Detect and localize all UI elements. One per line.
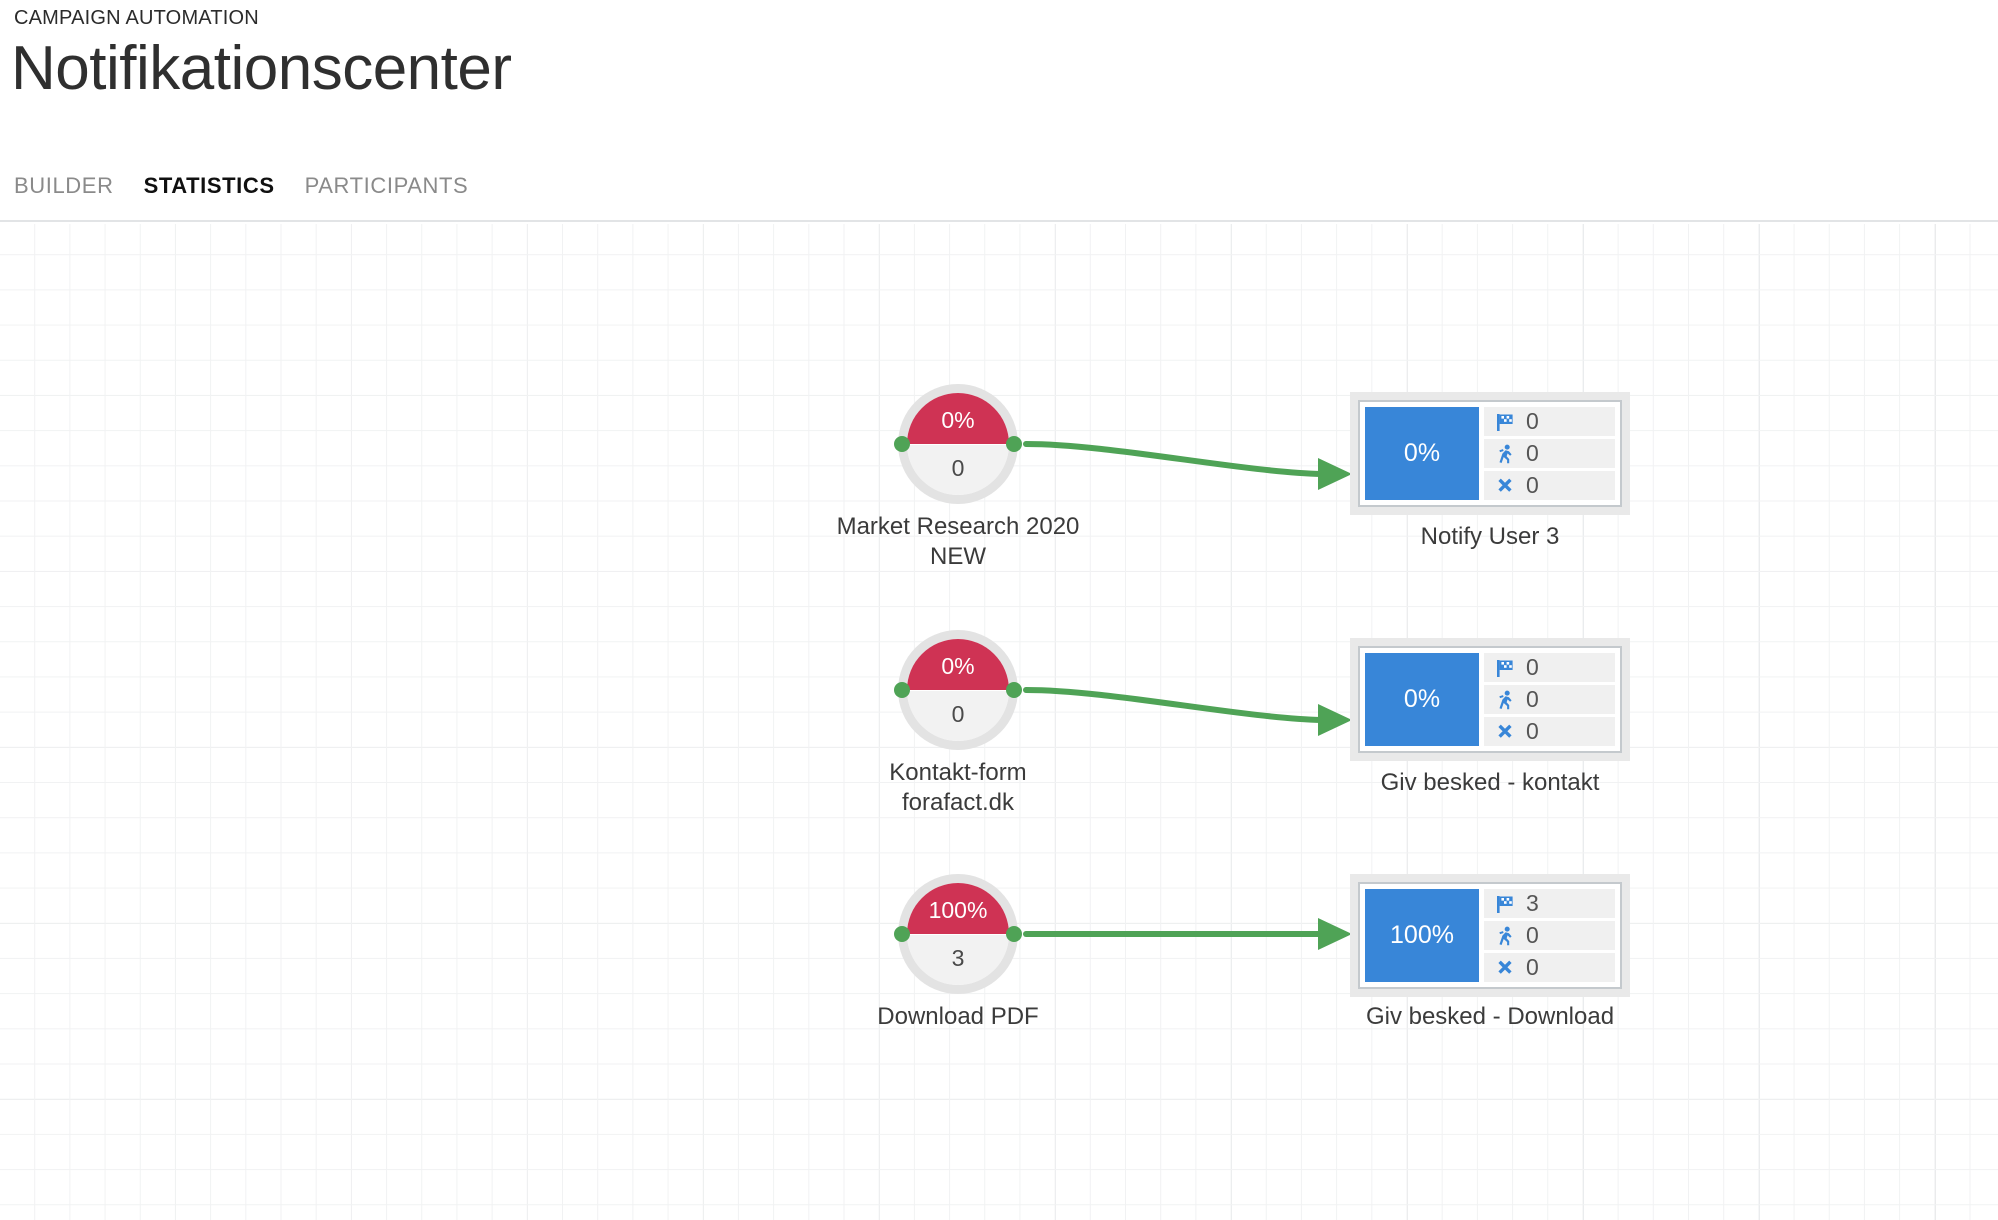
connector-flow-1 <box>1023 441 1352 490</box>
trigger-node-2[interactable]: 0% 0 <box>894 630 1022 750</box>
automation-flow-canvas[interactable]: 0% 0 Market Research 2020 NEW 0% <box>0 224 1998 1220</box>
stat-value-failed: 0 <box>1526 718 1539 744</box>
action-node-label-1: Notify User 3 <box>1420 523 1560 550</box>
connector-flow-2 <box>1023 687 1352 736</box>
stat-value-completed: 3 <box>1526 890 1539 916</box>
x-mark-icon <box>1494 721 1516 743</box>
trigger-node-3[interactable]: 100% 3 <box>894 874 1022 994</box>
action-node-3[interactable]: 100% 3 <box>1350 874 1630 997</box>
trigger-count-value: 0 <box>951 701 965 727</box>
stat-value-completed: 0 <box>1526 654 1539 680</box>
trigger-percent-value: 0% <box>941 653 975 679</box>
checkered-flag-icon <box>1494 657 1516 679</box>
stat-row-completed: 0 <box>1484 407 1615 436</box>
breadcrumb-campaign-automation: CAMPAIGN AUTOMATION <box>14 7 259 29</box>
stat-value-in-progress: 0 <box>1526 922 1539 948</box>
stat-value-in-progress: 0 <box>1526 686 1539 712</box>
x-mark-icon <box>1494 957 1516 979</box>
running-person-icon <box>1494 689 1516 711</box>
tab-statistics[interactable]: STATISTICS <box>143 173 275 198</box>
running-person-icon <box>1494 443 1516 465</box>
running-person-icon <box>1494 925 1516 947</box>
page-title: Notifikationscenter <box>11 34 512 103</box>
stat-row-completed: 3 <box>1484 889 1615 918</box>
action-percent-box: 100% <box>1365 889 1479 982</box>
action-percent-box: 0% <box>1365 653 1479 746</box>
stat-row-completed: 0 <box>1484 653 1615 682</box>
stat-value-in-progress: 0 <box>1526 440 1539 466</box>
input-port[interactable] <box>894 682 910 698</box>
trigger-dial: 100% 3 <box>907 883 1009 985</box>
action-frame: 0% 0 <box>1358 646 1622 753</box>
action-stats: 0 0 <box>1484 407 1615 500</box>
action-frame: 100% 3 <box>1358 882 1622 989</box>
trigger-count-value: 3 <box>951 945 965 971</box>
trigger-dial: 0% 0 <box>907 393 1009 495</box>
page-header: CAMPAIGN AUTOMATION Notifikationscenter … <box>0 0 1998 222</box>
stat-row-in-progress: 0 <box>1484 439 1615 468</box>
trigger-percent-value: 100% <box>928 897 988 923</box>
trigger-count-half: 3 <box>907 934 1009 985</box>
output-port[interactable] <box>1006 682 1022 698</box>
trigger-percent-half: 100% <box>907 883 1009 934</box>
checkered-flag-icon <box>1494 411 1516 433</box>
action-percent-box: 0% <box>1365 407 1479 500</box>
stat-value-failed: 0 <box>1526 954 1539 980</box>
stat-row-failed: 0 <box>1484 471 1615 500</box>
stat-value-failed: 0 <box>1526 472 1539 498</box>
trigger-node-1[interactable]: 0% 0 <box>894 384 1022 504</box>
stat-row-in-progress: 0 <box>1484 921 1615 950</box>
trigger-percent-value: 0% <box>941 407 975 433</box>
output-port[interactable] <box>1006 926 1022 942</box>
input-port[interactable] <box>894 436 910 452</box>
trigger-count-value: 0 <box>951 455 965 481</box>
action-frame: 0% 0 <box>1358 400 1622 507</box>
input-port[interactable] <box>894 926 910 942</box>
tab-participants[interactable]: PARTICIPANTS <box>304 173 469 198</box>
action-node-2[interactable]: 0% 0 <box>1350 638 1630 761</box>
tab-bar: BUILDER STATISTICS PARTICIPANTS <box>14 173 468 199</box>
x-mark-icon <box>1494 475 1516 497</box>
checkered-flag-icon <box>1494 893 1516 915</box>
output-port[interactable] <box>1006 436 1022 452</box>
trigger-node-label-3: Download PDF <box>877 1003 1039 1030</box>
stat-row-failed: 0 <box>1484 953 1615 982</box>
stat-row-failed: 0 <box>1484 717 1615 746</box>
trigger-percent-half: 0% <box>907 639 1009 690</box>
action-node-label-2: Giv besked - kontakt <box>1380 769 1600 796</box>
action-stats: 3 0 <box>1484 889 1615 982</box>
stat-row-in-progress: 0 <box>1484 685 1615 714</box>
action-node-1[interactable]: 0% 0 <box>1350 392 1630 515</box>
trigger-node-label-2: Kontakt-form forafact.dk <box>889 759 1027 817</box>
trigger-percent-half: 0% <box>907 393 1009 444</box>
tab-builder[interactable]: BUILDER <box>14 173 114 198</box>
trigger-count-half: 0 <box>907 444 1009 495</box>
action-node-label-3: Giv besked - Download <box>1365 1003 1615 1030</box>
action-stats: 0 0 <box>1484 653 1615 746</box>
trigger-count-half: 0 <box>907 690 1009 741</box>
stat-value-completed: 0 <box>1526 408 1539 434</box>
connector-flow-3 <box>1023 918 1352 950</box>
trigger-node-label-1: Market Research 2020 NEW <box>836 513 1080 571</box>
trigger-dial: 0% 0 <box>907 639 1009 741</box>
